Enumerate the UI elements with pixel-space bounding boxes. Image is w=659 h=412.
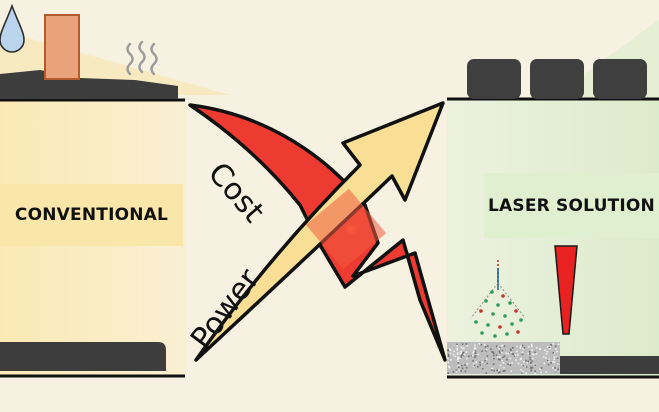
powder-texture — [447, 343, 560, 375]
laser-panel — [447, 20, 659, 379]
chip-row — [467, 59, 647, 99]
copper-block — [44, 14, 80, 80]
laser-beam-icon — [554, 245, 578, 335]
water-drop-icon — [0, 3, 25, 53]
laser-substrate — [560, 356, 659, 374]
conventional-panel — [0, 3, 230, 378]
conventional-label: CONVENTIONAL — [0, 184, 183, 246]
spray-nozzle-icon — [470, 260, 526, 319]
laser-solution-label: LASER SOLUTION — [484, 173, 659, 238]
overlap-glow — [344, 222, 358, 236]
substrate-bottom — [0, 342, 166, 371]
spray-particles — [474, 290, 523, 338]
heat-waves-icon — [126, 40, 158, 76]
powder-bed — [447, 342, 560, 374]
